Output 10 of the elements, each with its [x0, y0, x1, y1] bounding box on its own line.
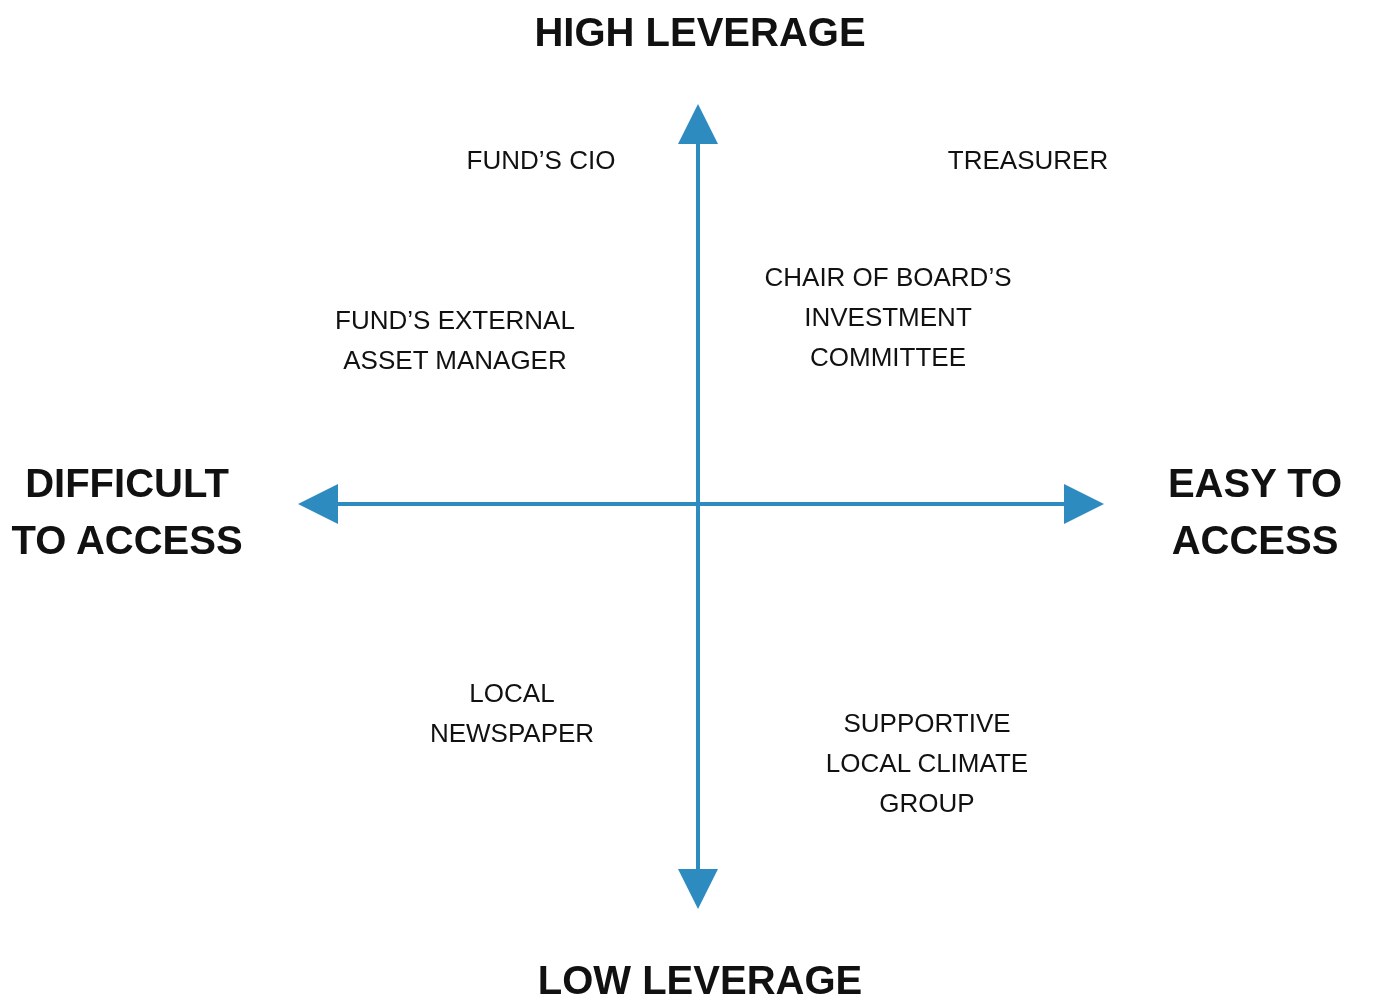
axis-title: HIGH LEVERAGE [533, 8, 867, 56]
quadrant-label: FUND’S CIO [465, 144, 617, 177]
axis-title: DIFFICULT TO ACCESS [10, 459, 244, 564]
quadrant-label: CHAIR OF BOARD’S INVESTMENT COMMITTEE [763, 261, 1013, 374]
quadrant-label: TREASURER [946, 144, 1110, 177]
quadrant-label: LOCAL NEWSPAPER [428, 677, 596, 750]
axis-title: EASY TO ACCESS [1166, 459, 1344, 564]
quadrant-label: SUPPORTIVE LOCAL CLIMATE GROUP [824, 707, 1030, 820]
axis-title: LOW LEVERAGE [536, 956, 864, 1004]
quadrant-label: FUND’S EXTERNAL ASSET MANAGER [334, 304, 576, 377]
